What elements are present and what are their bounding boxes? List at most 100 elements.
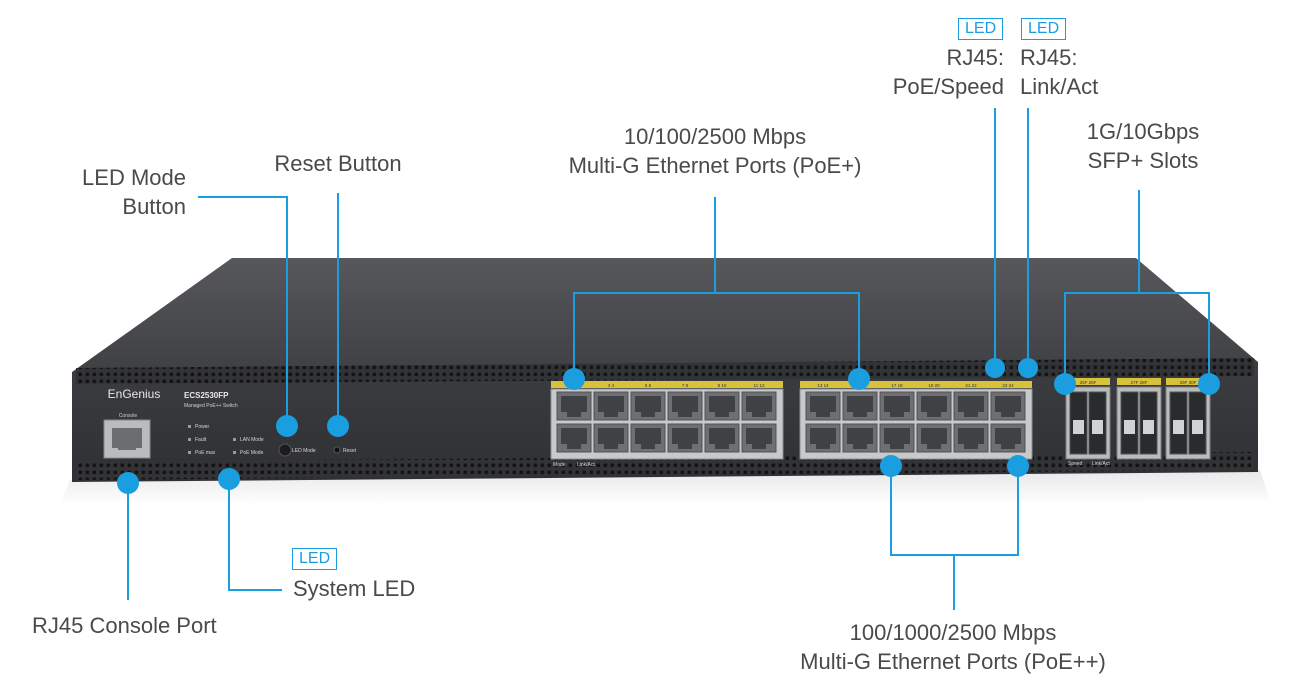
- rj45-port-latch: [641, 412, 655, 417]
- system-led-label: PoE Mode: [240, 450, 264, 456]
- port-legend-mode: Mode: [553, 462, 566, 468]
- system-led-label: PoE max: [195, 450, 216, 456]
- led-mode-button[interactable]: [278, 443, 292, 457]
- dot-sfp-left: [1054, 373, 1076, 395]
- rj45-port-latch: [890, 444, 904, 449]
- rj45-port-latch: [567, 412, 581, 417]
- system-led-indicator: [233, 451, 236, 454]
- vent-strip-top: [76, 358, 1254, 384]
- led-tag-poe-speed: LED: [958, 18, 1004, 40]
- callout-line-sfp-bracket: [1064, 292, 1210, 384]
- system-led-label: Fault: [195, 437, 207, 443]
- label-sfp-slots: 1G/10Gbps SFP+ Slots: [1068, 117, 1218, 175]
- label-multig-poe-plusplus: 100/1000/2500 Mbps Multi-G Ethernet Port…: [770, 618, 1136, 676]
- rj45-port-latch: [816, 444, 830, 449]
- system-led-indicator: [188, 438, 191, 441]
- rj45-port-latch: [927, 412, 941, 417]
- led-tag-link-act: LED: [1021, 18, 1067, 40]
- reset-button[interactable]: [333, 446, 341, 454]
- rj45-port-latch: [752, 444, 766, 449]
- rj45-port-socket: [921, 428, 947, 444]
- sfp-slot-tab: [1192, 420, 1203, 434]
- rj45-port-latch: [853, 444, 867, 449]
- dot-link-act: [1018, 358, 1038, 378]
- rj45-port-socket: [958, 428, 984, 444]
- rj45-port-latch: [715, 412, 729, 417]
- port-number-label: 13 14: [817, 383, 829, 388]
- label-led-mode-line1: LED Mode: [82, 165, 186, 190]
- label-poe-plus-line2: Multi-G Ethernet Ports (PoE+): [568, 153, 862, 178]
- rj45-port-socket: [598, 396, 624, 412]
- dot-poe-plusplus-right: [1007, 455, 1029, 477]
- rj45-port-latch: [678, 412, 692, 417]
- port-number-label: 11 12: [754, 383, 765, 388]
- led-mode-button-text: LED Mode: [292, 448, 316, 454]
- port-number-label: 23 24: [1002, 383, 1014, 388]
- port-number-label: 3 4: [608, 383, 615, 388]
- console-port-socket: [112, 428, 142, 448]
- rj45-port-socket: [709, 428, 735, 444]
- reset-button-text: Reset: [343, 448, 357, 454]
- rj45-port-socket: [884, 428, 910, 444]
- rj45-port-socket: [847, 396, 873, 412]
- callout-line-led-mode: [198, 196, 288, 426]
- rj45-port-latch: [641, 444, 655, 449]
- rj45-port-socket: [746, 428, 772, 444]
- console-label: Console: [119, 413, 138, 419]
- rj45-port-latch: [1001, 444, 1015, 449]
- rj45-port-latch: [1001, 412, 1015, 417]
- label-link-act-line2: Link/Act: [1020, 74, 1099, 99]
- model-name: ECS2530FP: [184, 391, 229, 400]
- console-port-latch: [118, 444, 136, 450]
- rj45-port-socket: [709, 396, 735, 412]
- dot-sfp-right: [1198, 373, 1220, 395]
- sfp-slot-tab: [1073, 420, 1084, 434]
- chassis-top: [72, 258, 1258, 372]
- rj45-port-socket: [635, 428, 661, 444]
- rj45-port-latch: [964, 412, 978, 417]
- sfp-legend-speed: Speed: [1068, 461, 1083, 467]
- rj45-port-socket: [746, 396, 772, 412]
- rj45-port-latch: [715, 444, 729, 449]
- sfp-number-label: 25F 26F: [1080, 380, 1097, 385]
- callout-dots: [117, 358, 1220, 494]
- system-led-indicator: [188, 425, 191, 428]
- rj45-port-latch: [964, 444, 978, 449]
- rj45-port-socket: [672, 396, 698, 412]
- label-sfp-line2: SFP+ Slots: [1087, 148, 1199, 173]
- sfp-number-label: 27F 28F: [1131, 380, 1148, 385]
- label-reset-button: Reset Button: [274, 151, 402, 176]
- dot-led-mode: [276, 415, 298, 437]
- system-led-indicator: [188, 451, 191, 454]
- port-legend-link-act: Link/Act: [577, 462, 595, 468]
- dot-poe-plus-left: [563, 368, 585, 390]
- sfp-slot-tab: [1124, 420, 1135, 434]
- label-poe-speed-line2: PoE/Speed: [892, 74, 1004, 99]
- rj45-port-latch: [890, 412, 904, 417]
- left-panel: EnGenius ECS2530FP Managed PoE++ Switch …: [103, 387, 357, 459]
- dot-reset: [327, 415, 349, 437]
- rj45-port-socket: [958, 396, 984, 412]
- sfp-label-strip: [1166, 378, 1210, 385]
- rj45-port-socket: [847, 428, 873, 444]
- label-system-led: System LED: [293, 576, 416, 601]
- rj45-port-latch: [604, 412, 618, 417]
- port-number-label: 21 22: [965, 383, 977, 388]
- label-poe-plusplus-line1: 100/1000/2500 Mbps: [849, 620, 1057, 645]
- label-led-mode-line2: Button: [122, 194, 186, 219]
- sfp-slot-tab: [1143, 420, 1154, 434]
- port-label-strip: [800, 381, 1032, 388]
- rj45-port-socket: [810, 396, 836, 412]
- rj45-port-socket: [561, 396, 587, 412]
- label-poe-speed-line1: RJ45:: [946, 45, 1004, 70]
- rj45-port-socket: [672, 428, 698, 444]
- rj45-port-latch: [678, 444, 692, 449]
- label-led-mode-button: LED Mode Button: [60, 163, 186, 221]
- system-led-label: Power: [195, 424, 210, 430]
- label-rj45-link-act: RJ45: Link/Act: [1020, 43, 1140, 101]
- callout-line-poe-plus-bracket: [573, 292, 860, 379]
- label-poe-plus-line1: 10/100/2500 Mbps: [623, 124, 807, 149]
- port-number-label: 5 6: [645, 383, 652, 388]
